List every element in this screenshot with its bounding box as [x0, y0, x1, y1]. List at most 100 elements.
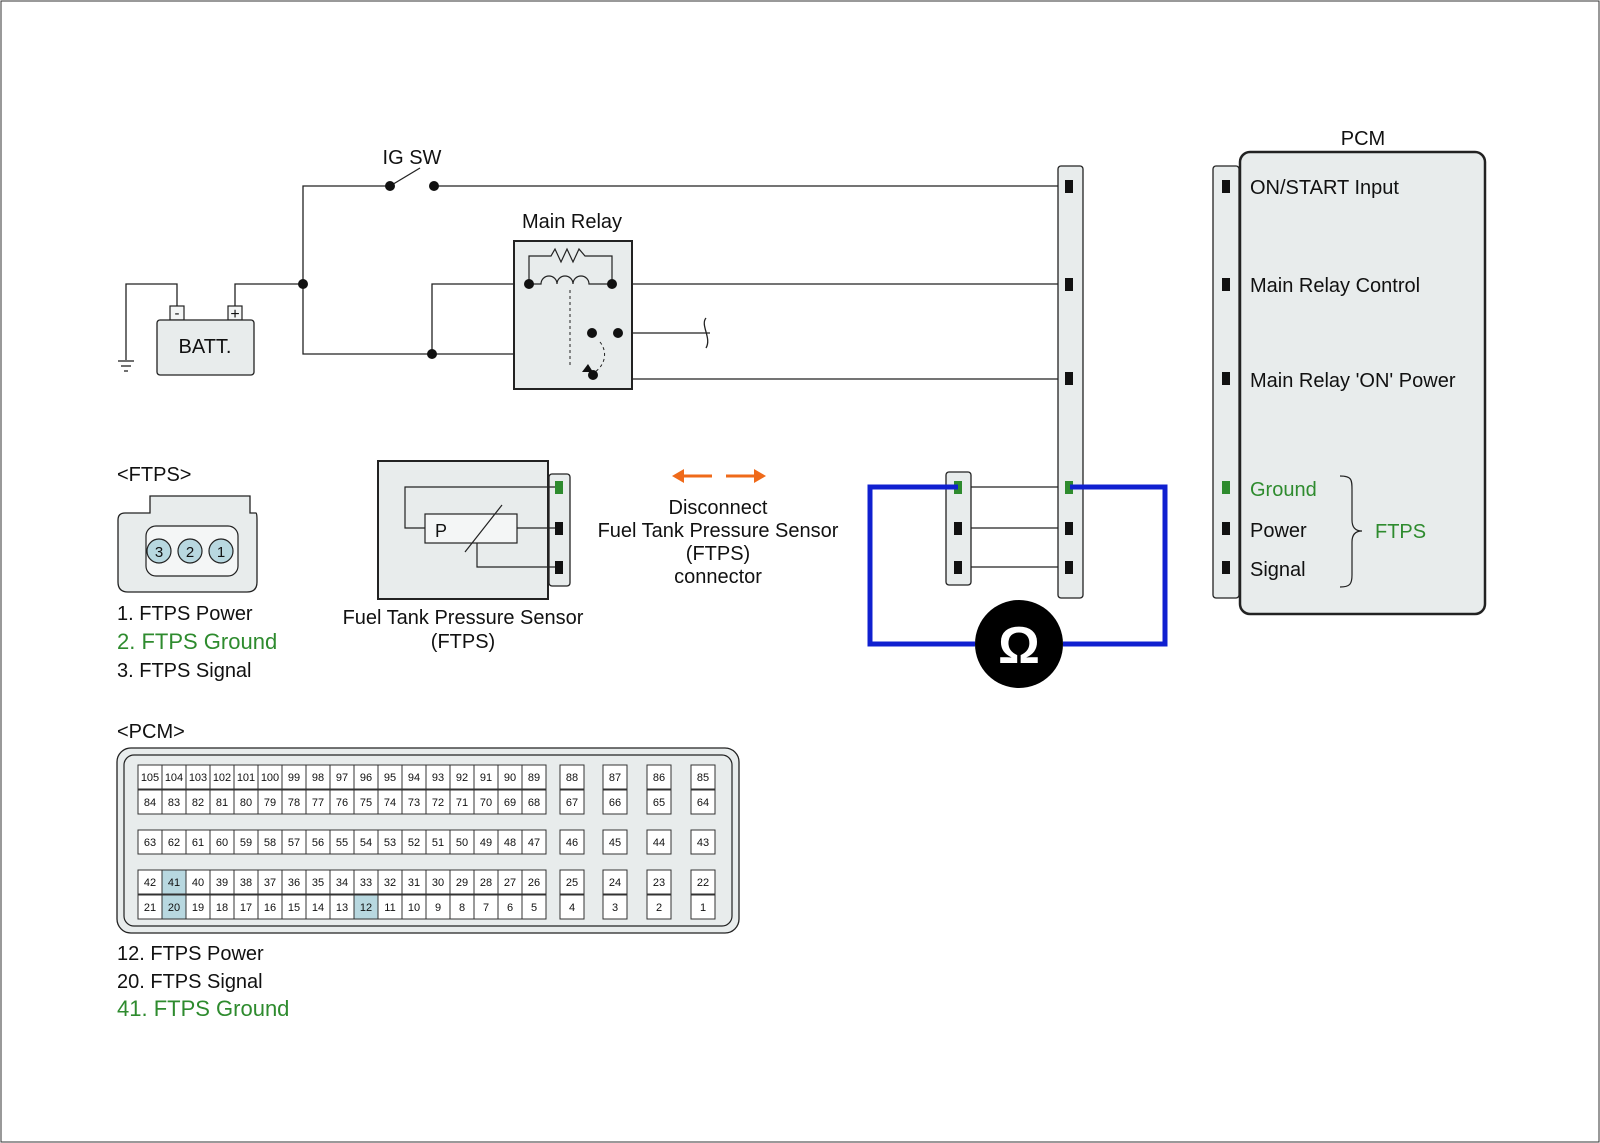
ftps-legend-3: 3. FTPS Signal [117, 660, 252, 682]
ftps-sensor-caption-line1: Fuel Tank Pressure Sensor [343, 607, 584, 629]
pcm-pin-cell [602, 894, 628, 920]
pcm-pin-label: 8 [459, 902, 465, 914]
ig-switch-label: IG SW [383, 147, 442, 169]
ftps-group-brace [1339, 475, 1363, 588]
pcm-legend-2: 20. FTPS Signal [117, 971, 263, 993]
pcm-pin-cell [233, 789, 259, 815]
pcm-pin-cell [329, 764, 355, 790]
pcm-pin-cell [690, 894, 716, 920]
pcm-pin-label: 68 [528, 797, 540, 809]
pcm-pin-cell [497, 869, 523, 895]
pcm-pin-label: 47 [528, 837, 540, 849]
pcm-pin-label: 61 [192, 837, 204, 849]
pcm-pin-label: 28 [480, 877, 492, 889]
pcm-pin-label: 26 [528, 877, 540, 889]
pcm-pin-label: 63 [144, 837, 156, 849]
pcm-pin-label: 54 [360, 837, 372, 849]
pcm-pin-label: 9 [435, 902, 441, 914]
pcm-pin-cell [329, 894, 355, 920]
pcm-pin-label: 13 [336, 902, 348, 914]
pcm-pin-cell [646, 789, 672, 815]
pcm-pin-label: 71 [456, 797, 468, 809]
pcm-pin-label: 44 [653, 837, 665, 849]
disconnect-note-line3: (FTPS) [686, 543, 750, 565]
pcm-pin-cell [233, 894, 259, 920]
pcm-pin-label: 38 [240, 877, 252, 889]
pcm-pin-label: 45 [609, 837, 621, 849]
pcm-pin-label: 59 [240, 837, 252, 849]
pcm-pin-label: 2 [656, 902, 662, 914]
pcm-pin-cell [209, 829, 235, 855]
pcm-pin-cell [305, 764, 331, 790]
pcm-pin-cell [185, 869, 211, 895]
pcm-pin-cell [497, 789, 523, 815]
pcm-pin-cell [161, 869, 187, 895]
ftps-connector-title: <FTPS> [117, 464, 191, 486]
pcm-pin-label: 57 [288, 837, 300, 849]
pcm-pin-label: 22 [697, 877, 709, 889]
pcm-pin-cell [185, 829, 211, 855]
pcm-pin-label: 12 [360, 902, 372, 914]
pcm-pin-cell [281, 894, 307, 920]
pcm-pin-label: 16 [264, 902, 276, 914]
pcm-pin-cell [377, 894, 403, 920]
pcm-pin-cell [137, 789, 163, 815]
pcm-pin-label: 102 [213, 772, 231, 784]
pcm-pin-label: 86 [653, 772, 665, 784]
pcm-pin-cell [646, 764, 672, 790]
pcm-pin-label: 98 [312, 772, 324, 784]
pcm-pin-cell [281, 829, 307, 855]
pcm-pin-label: 90 [504, 772, 516, 784]
pcm-pin-label: 80 [240, 797, 252, 809]
pcm-pin-label: 33 [360, 877, 372, 889]
pcm-pin-label: 48 [504, 837, 516, 849]
pcm-pin-cell [559, 829, 585, 855]
pcm-pin-label: 74 [384, 797, 396, 809]
pcm-terminals [1222, 180, 1230, 574]
pcm-pin-cell [521, 789, 547, 815]
pcm-pin-label: 20 [168, 902, 180, 914]
pcm-terminal-main-relay-control: Main Relay Control [1250, 275, 1420, 297]
pcm-pin-cell [377, 789, 403, 815]
pcm-pin-label: 70 [480, 797, 492, 809]
battery-label: BATT. [179, 336, 232, 358]
pcm-pin-label: 73 [408, 797, 420, 809]
pcm-pin-cell [602, 789, 628, 815]
pcm-pin-cell [209, 789, 235, 815]
pcm-pin-label: 96 [360, 772, 372, 784]
pcm-pin-label: 7 [483, 902, 489, 914]
pcm-pin-label: 87 [609, 772, 621, 784]
pcm-pin-label: 37 [264, 877, 276, 889]
pcm-pin-cell [137, 764, 163, 790]
pcm-pin-cell [185, 789, 211, 815]
ground-symbol-icon [118, 360, 134, 372]
disconnect-note-line1: Disconnect [669, 497, 768, 519]
pcm-pin-label: 93 [432, 772, 444, 784]
pcm-pin-label: 24 [609, 877, 621, 889]
pcm-pin-cell [353, 764, 379, 790]
pcm-pin-label: 42 [144, 877, 156, 889]
pcm-pin-label: 35 [312, 877, 324, 889]
pcm-pin-cell [233, 764, 259, 790]
pcm-pin-label: 43 [697, 837, 709, 849]
pcm-pin-label: 19 [192, 902, 204, 914]
main-relay-label: Main Relay [522, 211, 622, 233]
pcm-pin-cell [690, 764, 716, 790]
pcm-pin-cell [602, 829, 628, 855]
pcm-pin-cell [233, 869, 259, 895]
pcm-pin-cell [449, 829, 475, 855]
pcm-pin-cell [257, 789, 283, 815]
pcm-pin-label: 81 [216, 797, 228, 809]
pcm-legend-3: 41. FTPS Ground [117, 996, 289, 1021]
battery-pos-label: + [230, 306, 239, 323]
pcm-pin-label: 5 [531, 902, 537, 914]
pcm-pin-label: 40 [192, 877, 204, 889]
pcm-pin-cell [690, 789, 716, 815]
pcm-pin-label: 55 [336, 837, 348, 849]
pcm-terminal-main-relay-power: Main Relay 'ON' Power [1250, 370, 1456, 392]
ftps-sensor: P Fuel Tank Pressure Sensor (FTPS) [343, 460, 584, 653]
pcm-pin-cell [161, 894, 187, 920]
pcm-pin-label: 49 [480, 837, 492, 849]
pcm-pin-cell [377, 829, 403, 855]
